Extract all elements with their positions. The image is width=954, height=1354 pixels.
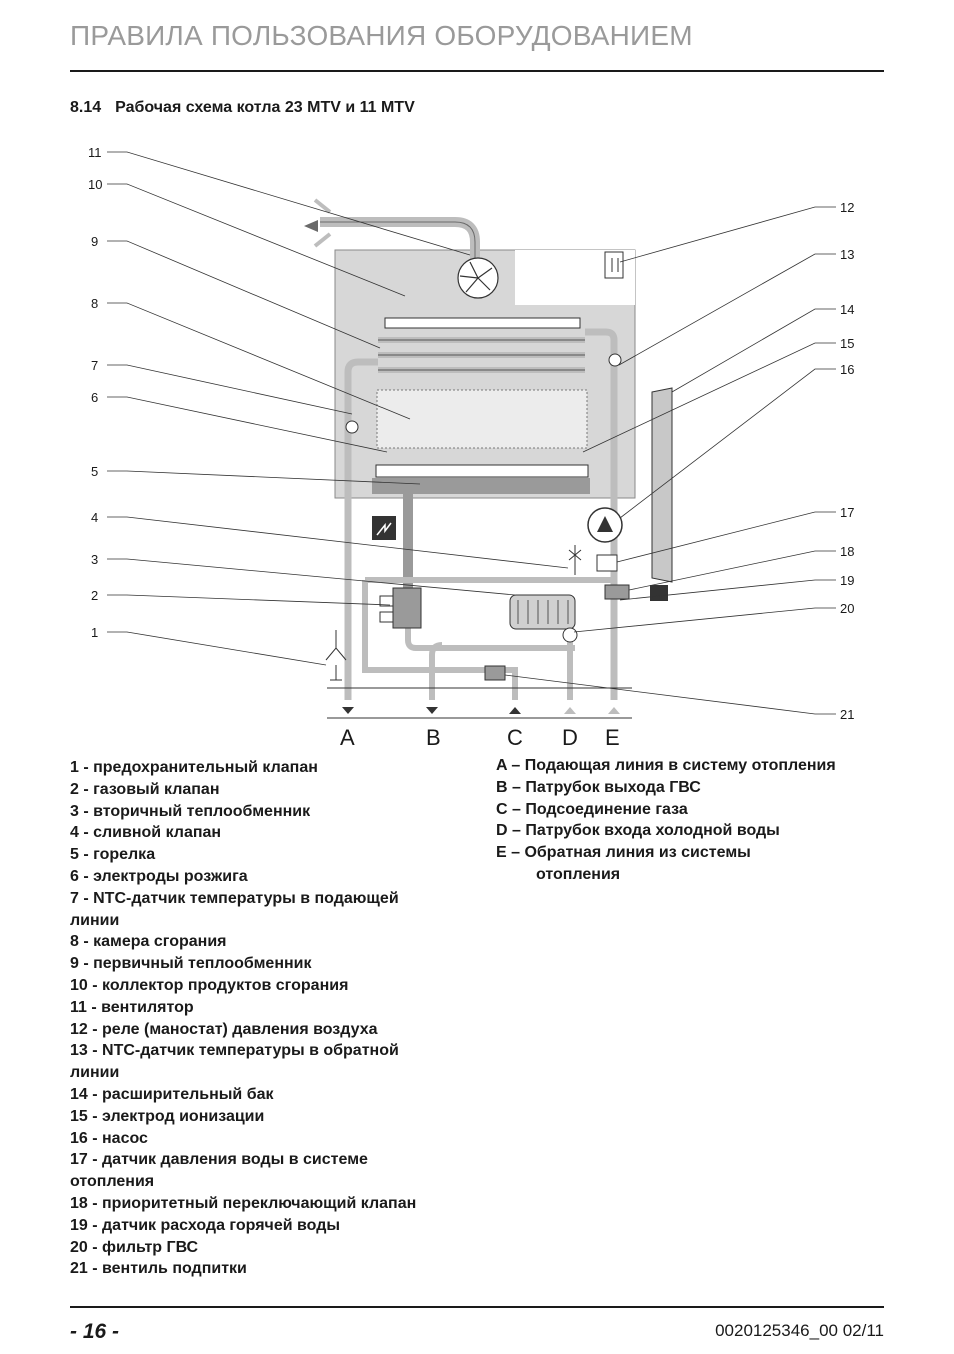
safety-valve: [325, 630, 347, 681]
callout-8: 8: [91, 296, 98, 311]
combustion-collector: [384, 317, 581, 329]
callout-1: 1: [91, 625, 98, 640]
legend-connection: A – Подающая линия в систему отопления: [496, 757, 836, 774]
legend-item: 3 - вторичный теплообменник: [70, 802, 311, 820]
flow-pipe-a: [344, 358, 378, 700]
port-b: B: [426, 725, 441, 750]
callout-9: 9: [91, 234, 98, 249]
port-e: E: [605, 725, 620, 750]
callout-13: 13: [840, 247, 854, 262]
legend-connection: E – Обратная линия из системы: [496, 844, 751, 862]
legend-item: 2 - газовый клапан: [70, 780, 220, 798]
priority-valve: [604, 584, 630, 600]
legend-item: 20 - фильтр ГВС: [70, 1238, 199, 1256]
callout-6: 6: [91, 390, 98, 405]
page-number: - 16 -: [70, 1320, 120, 1343]
flue-arrow-out: [304, 220, 318, 232]
legend-connection: отопления: [536, 865, 621, 883]
legend-item: 12 - реле (маностат) давления воздуха: [70, 1020, 378, 1038]
expansion-tank: [651, 387, 673, 583]
port-c: C: [507, 725, 523, 750]
burner: [375, 464, 589, 478]
section-title: Рабочая схема котла 23 MTV и 11 MTV: [115, 99, 415, 116]
legend-item: линии: [70, 1064, 120, 1082]
port-d: D: [562, 725, 578, 750]
header-rule: [70, 70, 884, 72]
callout-18: 18: [840, 544, 854, 559]
legend-connection: D – Патрубок входа холодной воды: [496, 822, 780, 840]
callout-12: 12: [840, 200, 854, 215]
return-pipe-e: [585, 328, 618, 700]
legend-item: 6 - электроды розжига: [70, 867, 248, 885]
gas-valve: [392, 587, 422, 629]
ignition-transformer: [372, 516, 396, 540]
callout-7: 7: [91, 358, 98, 373]
legend-item: линии: [70, 911, 120, 929]
drain-valve: [568, 545, 582, 575]
combustion-chamber: [376, 389, 588, 449]
legend-item: 8 - камера сгорания: [70, 933, 227, 951]
footer-rule: [70, 1306, 884, 1308]
document-code: 0020125346_00 02/11: [715, 1321, 884, 1340]
legend-item: 9 - первичный теплообменник: [70, 955, 312, 973]
legend-item: 21 - вентиль подпитки: [70, 1260, 247, 1278]
callout-14: 14: [840, 302, 854, 317]
callout-11: 11: [88, 145, 102, 160]
legend-connection: B – Патрубок выхода ГВС: [496, 778, 701, 796]
legend-item: 15 - электрод ионизации: [70, 1107, 265, 1125]
legend-connection: C – Подсоединение газа: [496, 800, 688, 818]
legend-item: 17 - датчик давления воды в системе: [70, 1151, 368, 1169]
callout-2: 2: [91, 588, 98, 603]
port-a: A: [340, 725, 355, 750]
boiler-diagram: 11 10 9 8 7 6 5 4 3 2 1 12 13 14 15 16 1…: [88, 145, 854, 750]
callout-21: 21: [840, 707, 854, 722]
legend-item: 1 - предохранительный клапан: [70, 759, 318, 776]
legend-connections: A – Подающая линия в систему отопления B…: [496, 755, 896, 886]
water-pressure-sensor: [596, 554, 618, 572]
callout-20: 20: [840, 601, 854, 616]
legend-item: 19 - датчик расхода горячей воды: [70, 1216, 341, 1234]
legend-item: 10 - коллектор продуктов сгорания: [70, 976, 349, 994]
legend-item: 14 - расширительный бак: [70, 1085, 274, 1103]
callout-17: 17: [840, 505, 854, 520]
legend-item: 4 - сливной клапан: [70, 824, 222, 842]
callout-4: 4: [91, 510, 98, 525]
secondary-heat-exchanger: [509, 594, 576, 630]
air-pressure-switch: [604, 251, 624, 279]
callout-10: 10: [88, 177, 102, 192]
legend-components: 1 - предохранительный клапан 2 - газовый…: [70, 757, 490, 1280]
callout-19: 19: [840, 573, 854, 588]
section-number: 8.14: [70, 99, 102, 116]
legend-item: 7 - NTC-датчик температуры в подающей: [70, 889, 399, 907]
callout-16: 16: [840, 362, 854, 377]
dhw-filter: [562, 627, 578, 643]
callout-3: 3: [91, 552, 98, 567]
callout-15: 15: [840, 336, 854, 351]
ntc-flow-sensor: [345, 420, 359, 434]
legend-item: 13 - NTC-датчик температуры в обратной: [70, 1042, 399, 1060]
legend-item: 5 - горелка: [70, 846, 156, 864]
legend-item: 11 - вентилятор: [70, 998, 194, 1016]
ntc-return-sensor: [608, 353, 622, 367]
legend-item: отопления: [70, 1173, 155, 1191]
section-heading: 8.14 Рабочая схема котла 23 MTV и 11 MTV: [70, 99, 415, 117]
fill-valve: [484, 665, 506, 681]
legend-item: 16 - насос: [70, 1129, 148, 1147]
page-header-title: ПРАВИЛА ПОЛЬЗОВАНИЯ ОБОРУДОВАНИЕМ: [70, 20, 693, 51]
burner-manifold: [372, 478, 590, 494]
legend-item: 18 - приоритетный переключающий клапан: [70, 1194, 417, 1212]
callout-5: 5: [91, 464, 98, 479]
